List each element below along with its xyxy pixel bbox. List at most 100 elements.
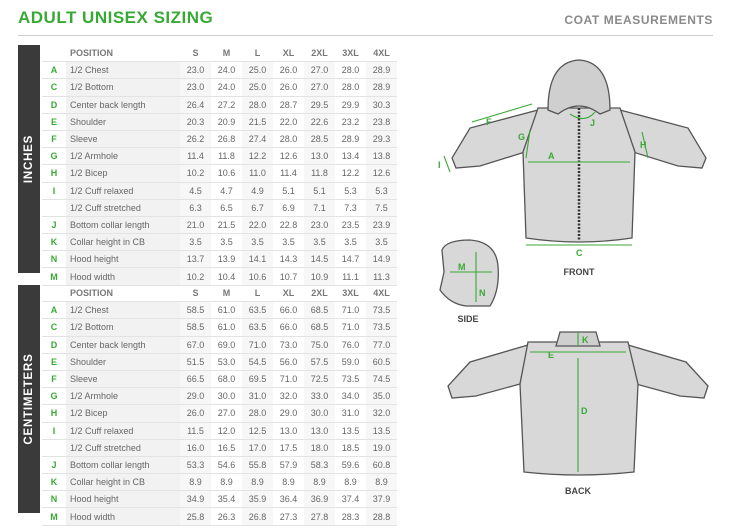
measure-letter: G	[42, 147, 66, 166]
position-label: 1/2 Chest	[66, 61, 180, 80]
position-label: 1/2 Armhole	[66, 387, 180, 406]
column-header: M	[211, 285, 242, 303]
column-header: POSITION	[66, 285, 180, 303]
size-value: 28.9	[366, 61, 397, 80]
header-divider	[18, 35, 713, 36]
size-value: 27.3	[273, 507, 304, 526]
size-value: 7.3	[335, 199, 366, 217]
size-value: 36.9	[304, 490, 335, 509]
size-value: 26.0	[273, 61, 304, 80]
label-m: M	[458, 262, 466, 272]
size-value: 23.8	[366, 113, 397, 131]
measure-letter: I	[42, 422, 66, 440]
measure-letter: A	[42, 61, 66, 80]
size-value: 26.4	[180, 96, 211, 114]
back-body	[519, 341, 639, 476]
size-value: 61.0	[211, 318, 242, 337]
size-value: 31.0	[242, 387, 273, 406]
size-value: 14.9	[366, 250, 397, 269]
size-value: 59.6	[335, 456, 366, 475]
size-value: 10.6	[242, 267, 273, 286]
size-value: 12.6	[366, 164, 397, 183]
size-value: 20.3	[180, 113, 211, 131]
size-value: 13.9	[211, 250, 242, 269]
size-value: 14.3	[273, 250, 304, 269]
label-i: I	[438, 160, 441, 170]
size-value: 26.3	[211, 507, 242, 526]
back-left-sleeve	[447, 344, 529, 399]
size-value: 23.9	[366, 216, 397, 235]
position-label: 1/2 Chest	[66, 301, 180, 320]
centimeters-tab: CENTIMETERS	[18, 285, 40, 513]
size-value: 7.5	[366, 199, 397, 217]
position-label: Bottom collar length	[66, 216, 180, 235]
size-value: 6.7	[242, 199, 273, 217]
position-label: 1/2 Cuff stretched	[66, 439, 180, 457]
size-value: 28.0	[335, 78, 366, 97]
size-value: 23.5	[335, 216, 366, 235]
measure-letter	[42, 439, 66, 457]
size-value: 11.5	[180, 422, 211, 440]
size-value: 66.0	[273, 301, 304, 320]
back-right-sleeve	[627, 344, 709, 399]
position-label: 1/2 Bicep	[66, 404, 180, 423]
size-value: 37.9	[366, 490, 397, 509]
size-value: 18.5	[335, 439, 366, 457]
size-value: 10.9	[304, 267, 335, 286]
size-value: 3.5	[304, 233, 335, 252]
size-value: 8.9	[180, 473, 211, 492]
column-header: 2XL	[304, 285, 335, 303]
side-label: SIDE	[457, 314, 478, 324]
size-value: 28.7	[273, 96, 304, 114]
size-value: 72.5	[304, 370, 335, 389]
size-value: 21.0	[180, 216, 211, 235]
position-label: Center back length	[66, 96, 180, 114]
size-value: 58.5	[180, 318, 211, 337]
measure-letter: D	[42, 96, 66, 114]
measure-letter: H	[42, 164, 66, 183]
size-value: 60.5	[366, 353, 397, 371]
side-hood-diagram: M N	[439, 239, 499, 307]
size-value: 23.0	[180, 61, 211, 80]
size-value: 13.5	[335, 422, 366, 440]
column-header: L	[242, 285, 273, 303]
column-header: S	[180, 45, 211, 63]
size-value: 10.7	[273, 267, 304, 286]
front-letter-labels: A C F G H I J	[438, 117, 647, 258]
size-value: 14.5	[304, 250, 335, 269]
position-label: Shoulder	[66, 113, 180, 131]
size-value: 13.7	[180, 250, 211, 269]
size-value: 4.7	[211, 182, 242, 200]
front-measure-lines	[443, 103, 649, 246]
label-k: K	[582, 335, 589, 345]
size-value: 54.6	[211, 456, 242, 475]
size-value: 57.5	[304, 353, 335, 371]
column-header: S	[180, 285, 211, 303]
column-header: 4XL	[366, 45, 397, 63]
position-label: 1/2 Armhole	[66, 147, 180, 166]
size-value: 25.0	[242, 78, 273, 97]
size-value: 8.9	[366, 473, 397, 492]
size-value: 14.1	[242, 250, 273, 269]
size-value: 73.5	[335, 370, 366, 389]
size-value: 68.0	[211, 370, 242, 389]
size-value: 11.0	[242, 164, 273, 183]
size-value: 29.0	[273, 404, 304, 423]
size-value: 18.0	[304, 439, 335, 457]
position-label: 1/2 Cuff relaxed	[66, 182, 180, 200]
column-header: 3XL	[335, 285, 366, 303]
measure-letter: H	[42, 404, 66, 423]
